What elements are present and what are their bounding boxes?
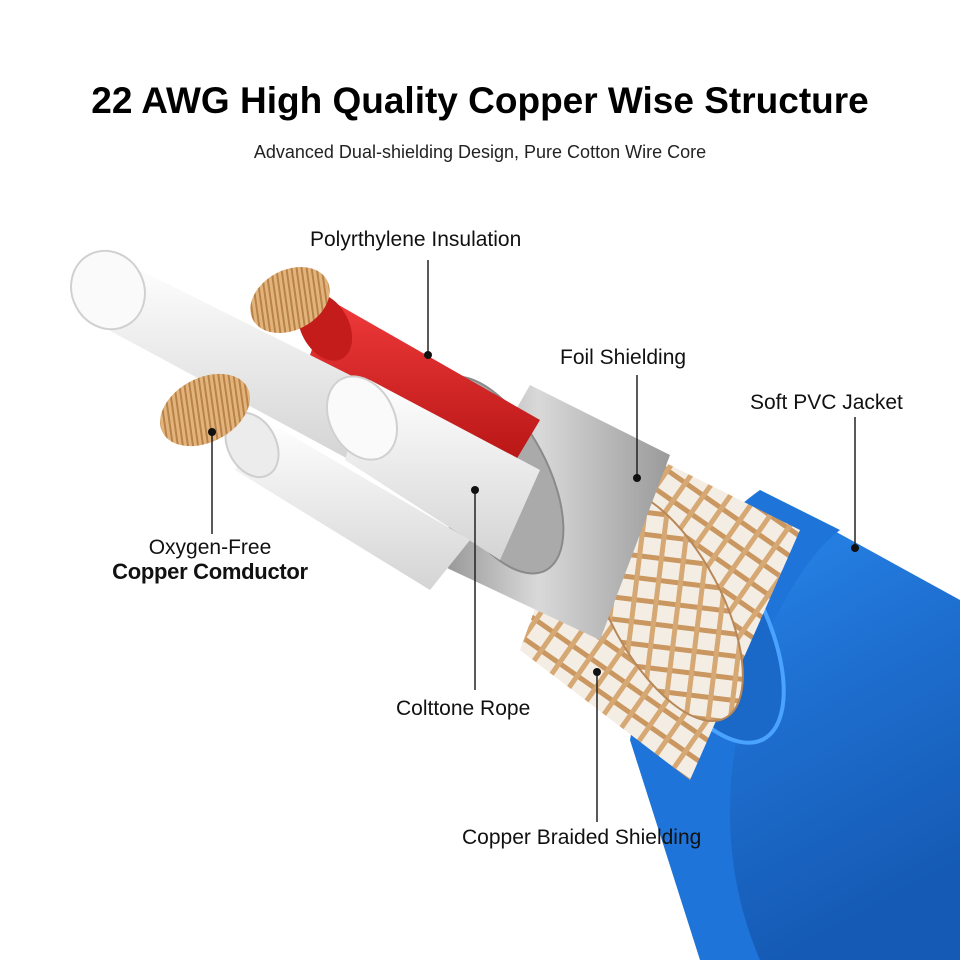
- red-wire: [250, 266, 540, 470]
- label-braid: Copper Braided Shielding: [462, 826, 702, 849]
- page-subtitle: Advanced Dual-shielding Design, Pure Cot…: [253, 142, 707, 162]
- label-rope: Colttone Rope: [396, 697, 531, 720]
- label-insulation: Polyrthylene Insulation: [310, 228, 522, 251]
- white-wire: [160, 373, 470, 590]
- label-conductor-line1: Oxygen-Free: [148, 536, 272, 559]
- page-title: 22 AWG High Quality Copper Wise Structur…: [91, 80, 869, 121]
- white-filler-front: [325, 375, 540, 560]
- label-conductor: Oxygen-Free Copper Comductor: [100, 536, 320, 584]
- label-foil: Foil Shielding: [560, 346, 687, 369]
- leader-lines: [208, 260, 859, 822]
- label-jacket: Soft PVC Jacket: [750, 391, 903, 414]
- label-conductor-line2: Copper Comductor: [112, 559, 308, 584]
- white-filler-top: [70, 249, 380, 460]
